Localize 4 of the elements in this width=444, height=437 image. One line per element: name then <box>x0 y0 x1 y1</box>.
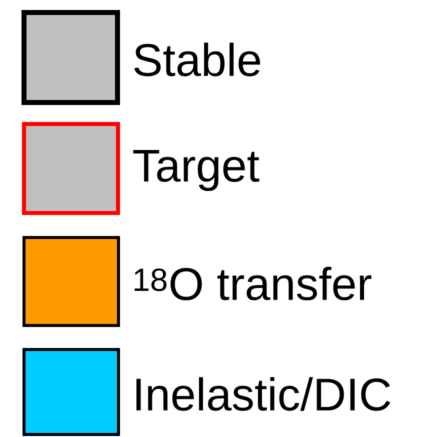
legend-label: Inelastic/DIC <box>136 377 390 411</box>
legend-label: Target <box>133 150 260 192</box>
legend-label: $^{18}$O transfer <box>134 266 372 300</box>
legend-label: Stable <box>134 42 260 76</box>
